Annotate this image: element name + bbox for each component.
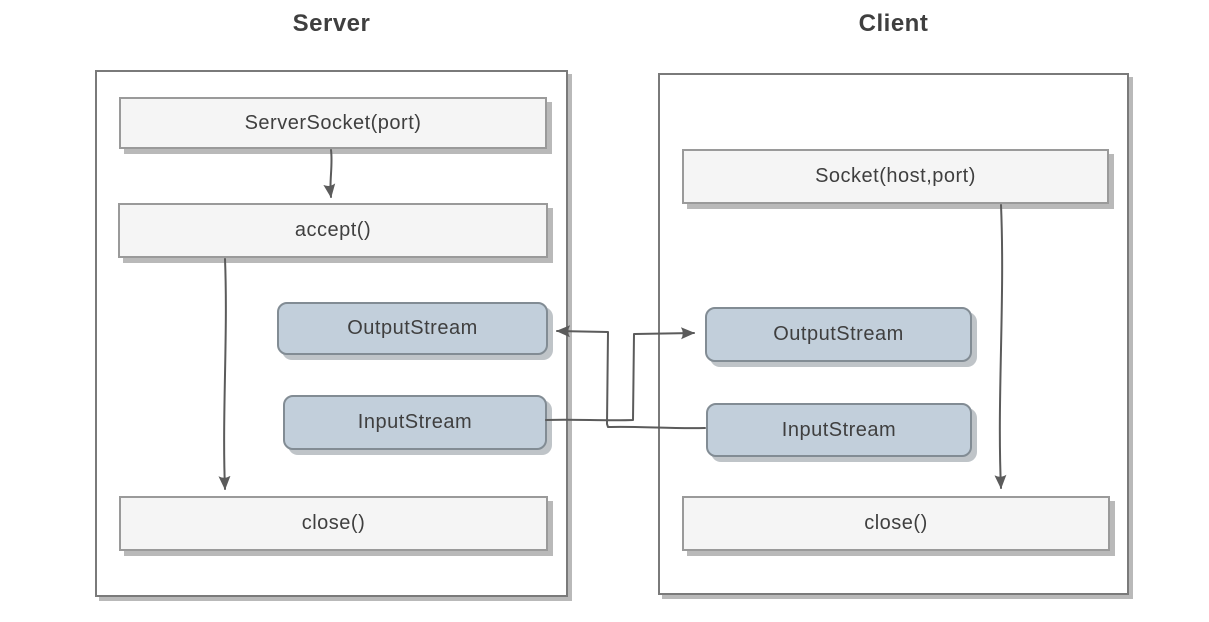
node-server-inputstream: InputStream	[283, 395, 547, 450]
node-server-close: close()	[119, 496, 548, 551]
node-accept: accept()	[118, 203, 548, 258]
node-client-close: close()	[682, 496, 1110, 551]
node-socket: Socket(host,port)	[682, 149, 1109, 204]
node-client-outputstream: OutputStream	[705, 307, 972, 362]
node-server-outputstream: OutputStream	[277, 302, 548, 355]
server-title: Server	[292, 10, 371, 37]
node-serversocket: ServerSocket(port)	[119, 97, 547, 149]
node-client-inputstream: InputStream	[706, 403, 972, 457]
client-title: Client	[858, 10, 929, 37]
